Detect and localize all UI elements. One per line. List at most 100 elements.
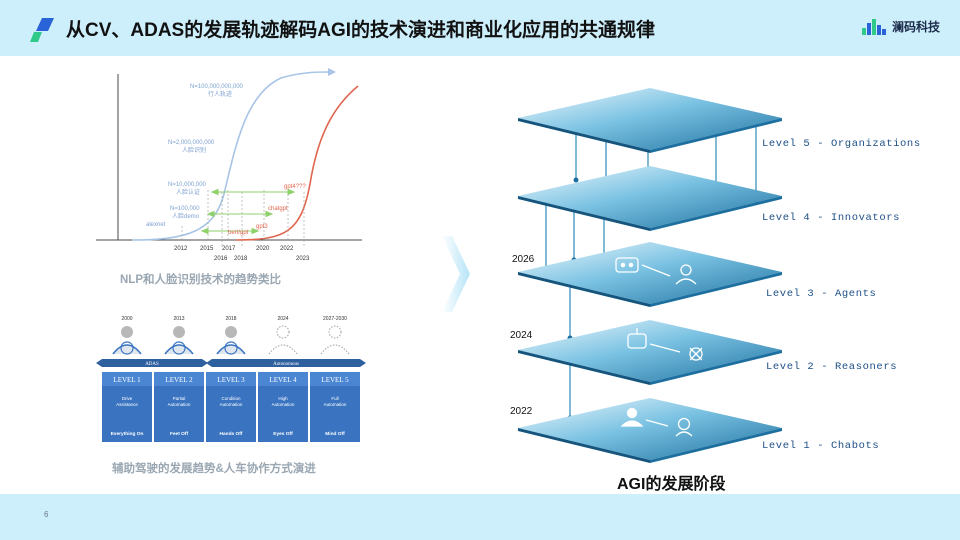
agent-robot-icon	[615, 257, 697, 285]
level-3-desc-b: Automation	[220, 402, 243, 407]
layer-label-1: Level 1 - Chabots	[762, 440, 879, 452]
level-4-desc-a: High	[278, 396, 288, 401]
adas-year-2: 2013	[173, 316, 184, 322]
header-bar: 从CV、ADAS的发展轨迹解码AGI的技术演进和商业化应用的共通规律 澜码科技	[0, 0, 960, 56]
adas-levels-diagram: 2000 2013 2018 2024 2027-2030	[96, 316, 366, 442]
level-2-desc-b: Automation	[168, 402, 191, 407]
driver-icon-1	[112, 326, 142, 355]
mode-band: ADAS Autonomous	[96, 359, 366, 367]
year-label-2026: 2026	[512, 254, 535, 265]
green-arrowhead-1b	[287, 188, 296, 196]
level-1-tag: Everything On	[111, 431, 144, 437]
blue-label-name-3: 人脸认证	[176, 188, 200, 196]
red-label-chatgpt: chatgpt	[268, 206, 288, 212]
level-card-1: LEVEL 1 Drive Assistance Everything On	[102, 372, 152, 442]
layer-level-3	[518, 242, 782, 307]
layer-label-5: Level 5 - Organizations	[762, 138, 921, 150]
green-arrowhead-2a	[206, 210, 215, 218]
reasoner-icon	[627, 328, 703, 361]
adas-caption: 辅助驾驶的发展趋势&人车协作方式演进	[112, 463, 316, 475]
blue-label-name-4: 人脸demo	[172, 212, 200, 220]
level-5-tag: Mind Off	[325, 431, 345, 437]
page-title: 从CV、ADAS的发展轨迹解码AGI的技术演进和商业化应用的共通规律	[66, 20, 656, 41]
red-label-bert: bert/gpt	[228, 230, 249, 236]
agi-stack-diagram: Level 5 - Organizations Level 4 - Innova…	[510, 88, 921, 463]
green-arrowhead-3b	[251, 227, 260, 235]
level-2-tag: Feet Off	[170, 431, 189, 437]
level-1-title: LEVEL 1	[113, 376, 141, 384]
level-5-desc-a: Full	[331, 396, 338, 401]
level-4-tag: Eyes Off	[273, 431, 293, 437]
layer-level-2	[518, 320, 782, 385]
blue-label-n-4: N=100,000	[170, 206, 200, 212]
band-label-adas: ADAS	[145, 362, 159, 367]
level-3-desc-a: Condition	[221, 396, 241, 401]
year-2017: 2017	[222, 246, 236, 252]
level-3-title: LEVEL 3	[217, 376, 245, 384]
level-card-3: LEVEL 3 Condition Automation Hands Off	[206, 372, 256, 442]
brand-icon	[861, 18, 886, 35]
red-label-gpt3: gpt3	[256, 224, 268, 230]
driver-icon-2	[164, 326, 194, 355]
year-2018: 2018	[234, 256, 248, 262]
layer-label-3: Level 3 - Agents	[766, 288, 876, 300]
adas-year-4: 2024	[277, 316, 288, 322]
blue-curve-arrowhead	[328, 68, 336, 76]
brand-name: 澜码科技	[891, 20, 940, 34]
level-4-title: LEVEL 4	[269, 376, 297, 384]
level-2-title: LEVEL 2	[165, 376, 193, 384]
year-label-2024: 2024	[510, 330, 533, 341]
red-label-gpt4: gpt4???	[284, 184, 306, 190]
year-2020: 2020	[256, 246, 270, 252]
brand-logo: 澜码科技	[861, 18, 940, 35]
level-card-5: LEVEL 5 Full Automation Mind Off	[310, 372, 360, 442]
layer-level-1	[518, 398, 782, 463]
blue-label-n-2: N=2,000,000,000	[168, 140, 215, 146]
footer-bar: 6	[0, 494, 960, 540]
nlp-caption: NLP和人脸识别技术的趋势类比	[120, 274, 281, 286]
blue-start-label: alexnet	[146, 222, 166, 228]
driver-icons	[112, 325, 350, 355]
nlp-trend-chart: N=100,000,000,000 行人轨迹 N=2,000,000,000 人…	[96, 68, 362, 262]
level-4-desc-b: Automation	[272, 402, 295, 407]
level-5-title: LEVEL 5	[321, 376, 349, 384]
green-arrowhead-3a	[200, 227, 209, 235]
adas-year-3: 2018	[225, 316, 236, 322]
green-arrowhead-1a	[210, 188, 219, 196]
blue-label-name-2: 人脸识别	[182, 146, 206, 154]
year-2012: 2012	[174, 246, 188, 252]
level-1-desc-a: Drive	[122, 396, 133, 401]
page-number: 6	[44, 510, 49, 519]
layer-level-5	[518, 88, 782, 153]
level-2-desc-a: Partial	[173, 396, 186, 401]
year-2015: 2015	[200, 246, 214, 252]
level-card-4: LEVEL 4 High Automation Eyes Off	[258, 372, 308, 442]
blue-label-n-3: N=10,000,000	[168, 182, 207, 188]
driver-icon-4	[268, 325, 298, 355]
year-2023: 2023	[296, 256, 310, 262]
layer-label-4: Level 4 - Innovators	[762, 212, 900, 224]
year-2016: 2016	[214, 256, 228, 262]
logo-icon	[30, 18, 54, 42]
layer-label-2: Level 2 - Reasoners	[766, 361, 897, 373]
chatbot-user-icon	[620, 407, 693, 437]
year-label-2022: 2022	[510, 406, 533, 417]
adas-year-5: 2027-2030	[323, 316, 347, 322]
level-1-desc-b: Assistance	[116, 402, 138, 407]
adas-year-1: 2000	[121, 316, 132, 322]
red-curve	[235, 85, 359, 241]
level-3-tag: Hands Off	[220, 431, 243, 437]
blue-label-n-1: N=100,000,000,000	[190, 84, 244, 90]
left-panel: N=100,000,000,000 行人轨迹 N=2,000,000,000 人…	[0, 56, 440, 494]
level-5-desc-b: Automation	[324, 402, 347, 407]
driver-icon-5	[320, 325, 350, 355]
chevron-right-icon	[442, 236, 470, 312]
green-arrowhead-2b	[265, 210, 274, 218]
year-2022: 2022	[280, 246, 294, 252]
blue-curve	[131, 71, 329, 241]
driver-icon-3	[216, 326, 246, 355]
blue-label-name-1: 行人轨迹	[208, 90, 232, 98]
layer-level-4	[518, 166, 782, 231]
agi-caption: AGI的发展阶段	[617, 476, 726, 493]
band-label-autonomous: Autonomous	[273, 362, 299, 367]
